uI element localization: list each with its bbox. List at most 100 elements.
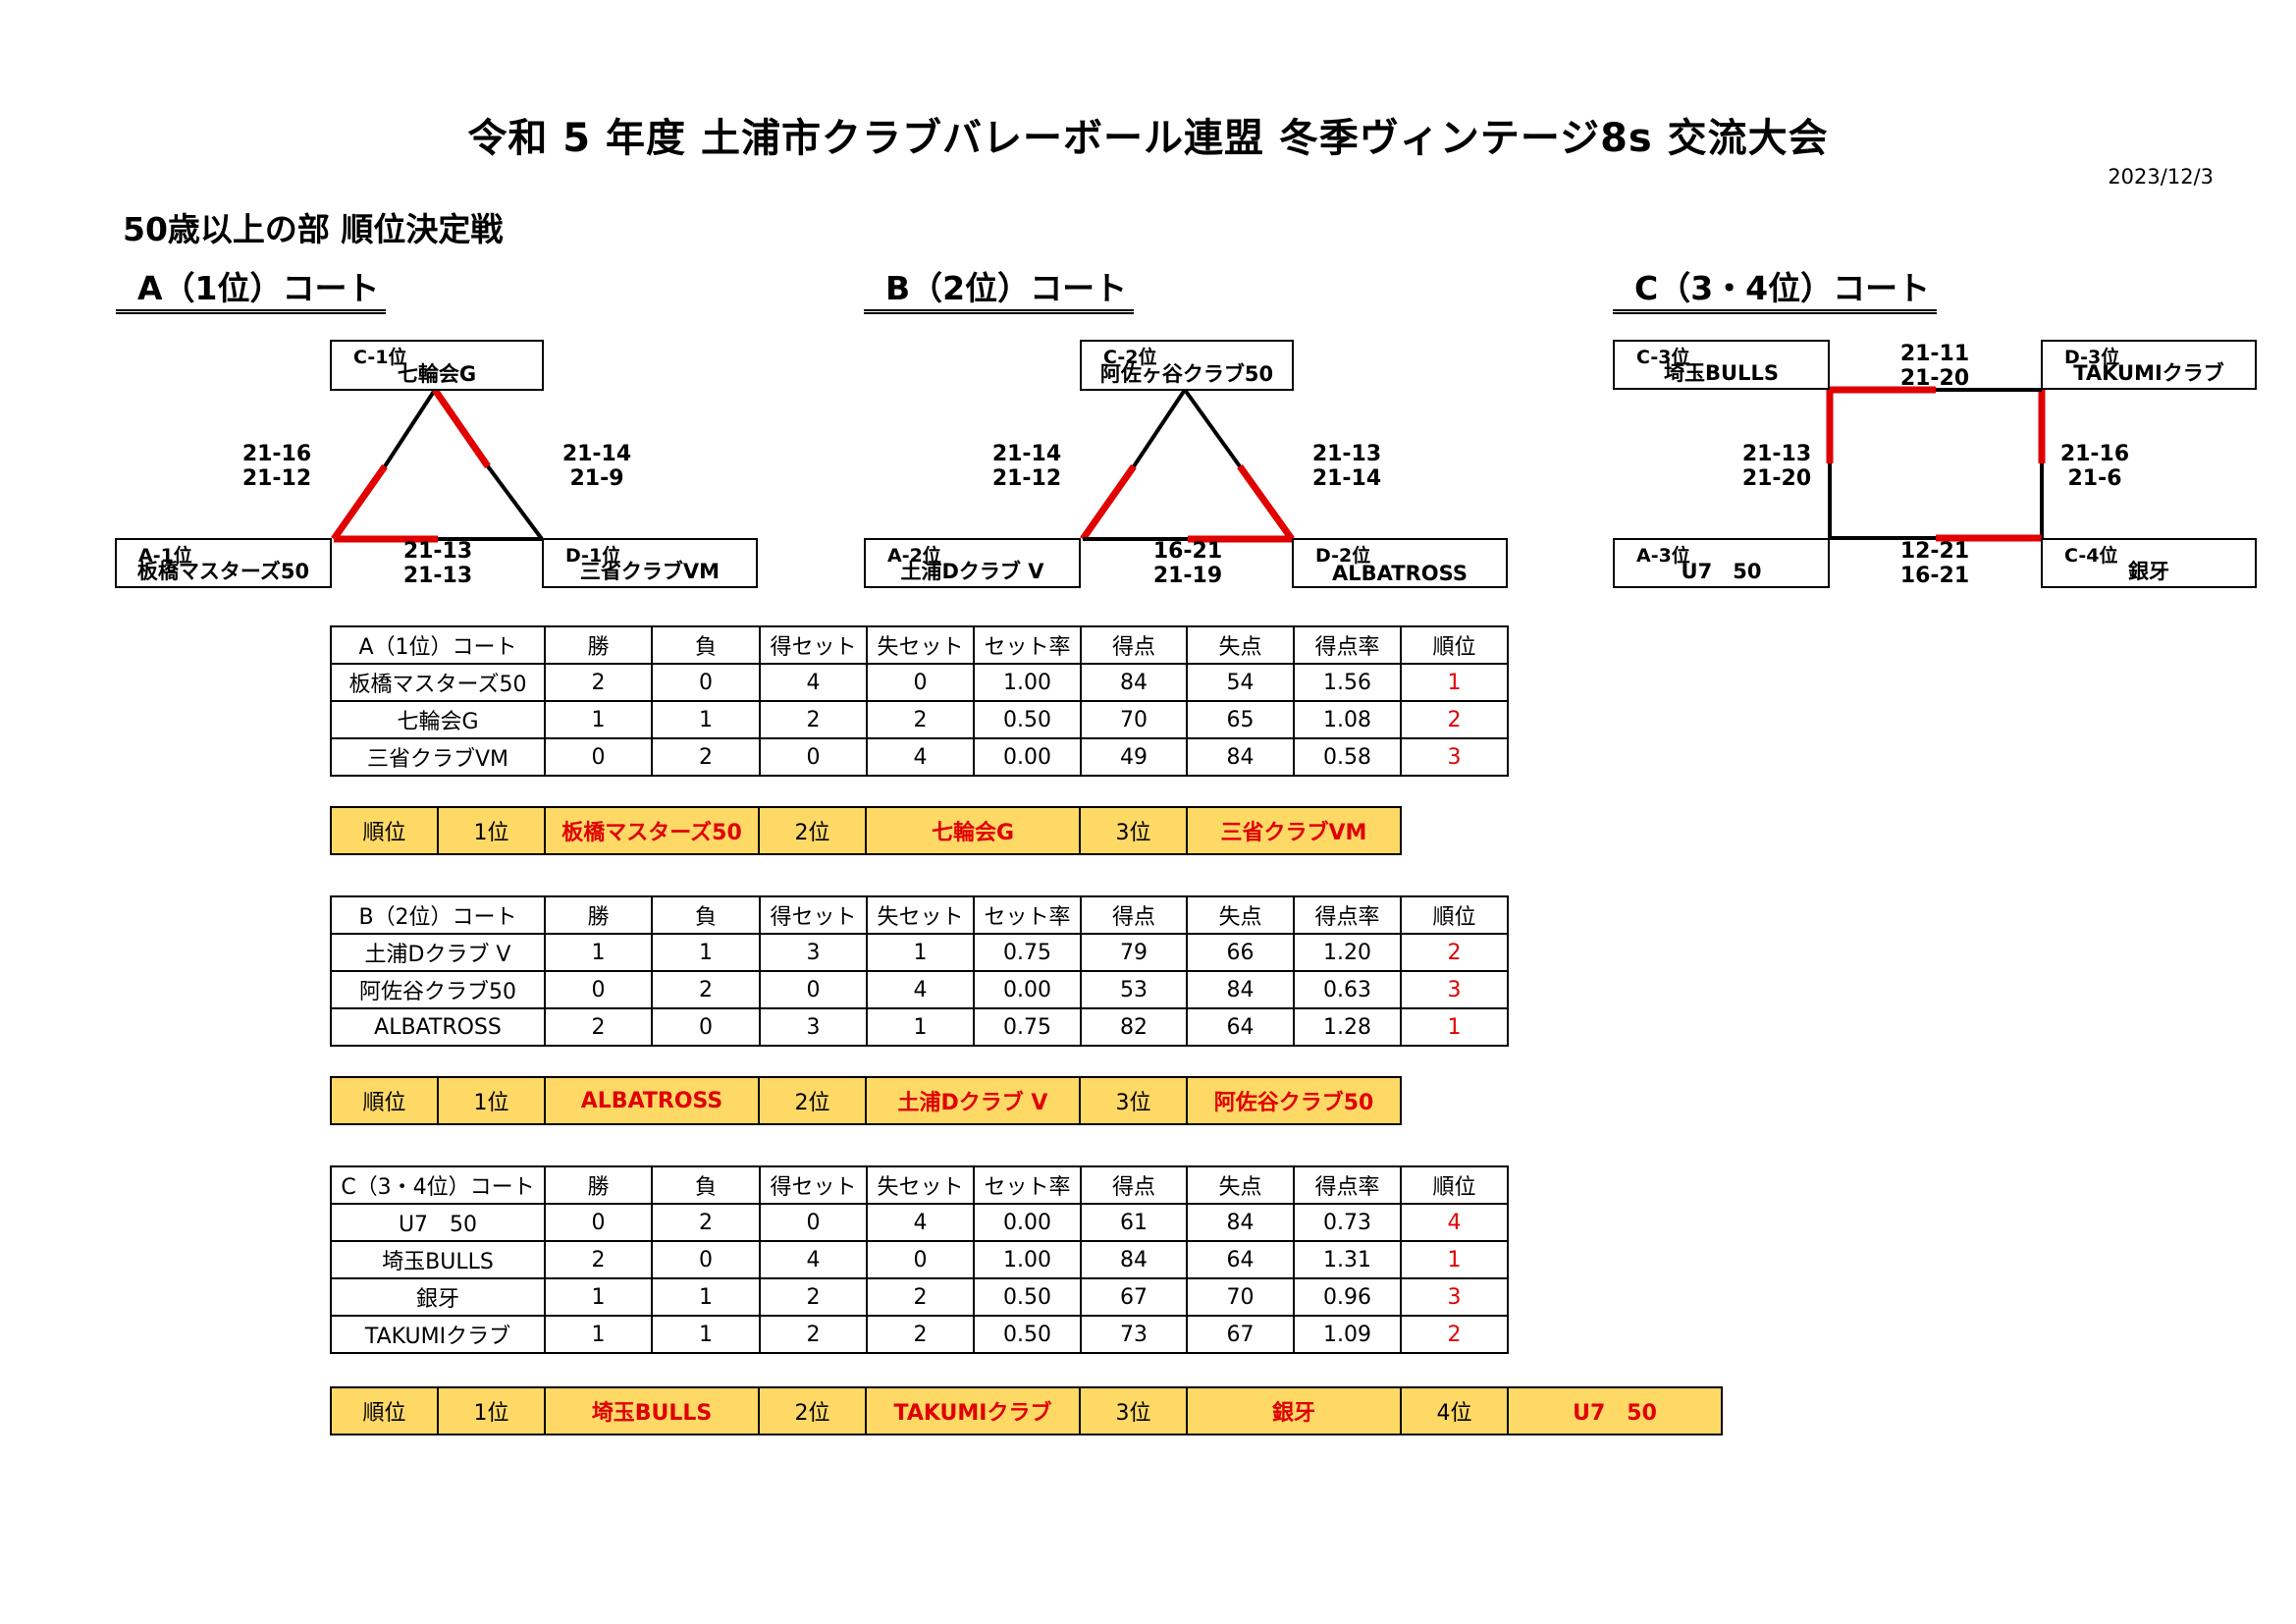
col-header: 得セット: [759, 1165, 868, 1205]
cell: 70: [1186, 1277, 1295, 1317]
table-row: 三省クラブVM 0 2 0 4 0.00 49 84 0.58 3: [330, 737, 1509, 777]
cell: 0: [544, 1203, 653, 1242]
cell: 2: [866, 1277, 975, 1317]
cell: 2: [651, 970, 761, 1009]
team-seed-label: D-2位: [1315, 545, 1371, 567]
table-row: ALBATROSS 2 0 3 1 0.75 82 64 1.28 1: [330, 1007, 1509, 1047]
ranking-bar-b: 順位 1位 ALBATROSS 2位 土浦Dクラブ V 3位 阿佐谷クラブ50: [330, 1076, 1402, 1125]
col-header: 順位: [1400, 625, 1509, 665]
cell: 54: [1186, 663, 1295, 702]
cell: 0.50: [973, 1315, 1082, 1354]
table-header-row: A（1位）コート 勝 負 得セット 失セット セット率 得点 失点 得点率 順位: [330, 625, 1509, 665]
team-name: ALBATROSS: [1332, 562, 1468, 585]
table-row: 土浦Dクラブ V 1 1 3 1 0.75 79 66 1.20 2: [330, 933, 1509, 972]
cell: 67: [1080, 1277, 1188, 1317]
cell: 2: [544, 1007, 653, 1047]
place-label: 4位: [1400, 1386, 1509, 1435]
court-b-line-left-upper: [1132, 388, 1187, 468]
place-label: 2位: [758, 1386, 867, 1435]
cell: 64: [1186, 1240, 1295, 1279]
team-cell: 銀牙: [330, 1277, 546, 1317]
team-name: 土浦Dクラブ V: [900, 560, 1044, 583]
team-name: 板橋マスターズ50: [136, 560, 310, 583]
team-cell: TAKUMIクラブ: [330, 1315, 546, 1354]
cell: 1: [866, 1007, 975, 1047]
cell: 1.00: [973, 663, 1082, 702]
cell: 70: [1080, 700, 1188, 739]
team-name: 七輪会G: [397, 362, 477, 386]
court-b-line-left-lower: [1080, 463, 1137, 542]
table-heading: B（2位）コート: [330, 895, 546, 935]
cell: 66: [1186, 933, 1295, 972]
rank-cell: 3: [1400, 1277, 1509, 1317]
rank-cell: 1: [1400, 1240, 1509, 1279]
col-header: 失セット: [866, 895, 975, 935]
court-a-line-left-lower: [331, 463, 388, 542]
cell: 1: [866, 933, 975, 972]
cell: 0: [759, 970, 868, 1009]
ranking-label: 順位: [330, 1076, 439, 1125]
team-name: 埼玉BULLS: [1664, 361, 1779, 385]
cell: 2: [651, 737, 761, 777]
team-seed-label: C-2位: [1103, 347, 1157, 368]
page-title: 令和 5 年度 土浦市クラブバレーボール連盟 冬季ヴィンテージ8s 交流大会: [467, 116, 1829, 161]
team-name: 阿佐ヶ谷クラブ50: [1099, 362, 1274, 386]
place-label: 1位: [437, 1076, 546, 1125]
ranking-label: 順位: [330, 1386, 439, 1435]
cell: 1.08: [1293, 700, 1402, 739]
cell: 1.00: [973, 1240, 1082, 1279]
table-row: 阿佐谷クラブ50 0 2 0 4 0.00 53 84 0.63 3: [330, 970, 1509, 1009]
court-a-heading: A（1位）コート: [116, 267, 386, 314]
cell: 0: [651, 663, 761, 702]
col-header: 得セット: [759, 895, 868, 935]
place-team: TAKUMIクラブ: [865, 1386, 1081, 1435]
cell: 2: [544, 1240, 653, 1279]
court-c-team-bottom-left: A-3位 U7 50: [1613, 538, 1830, 588]
table-header-row: C（3・4位）コート 勝 負 得セット 失セット セット率 得点 失点 得点率 …: [330, 1165, 1509, 1205]
place-team: 阿佐谷クラブ50: [1186, 1076, 1402, 1125]
col-header: セット率: [973, 625, 1082, 665]
place-team: ALBATROSS: [544, 1076, 760, 1125]
cell: 53: [1080, 970, 1188, 1009]
cell: 0: [759, 737, 868, 777]
ranking-bar-a: 順位 1位 板橋マスターズ50 2位 七輪会G 3位 三省クラブVM: [330, 806, 1402, 855]
court-b-team-top: C-2位 阿佐ヶ谷クラブ50: [1080, 340, 1294, 391]
place-label: 1位: [437, 806, 546, 855]
court-a-line-left-upper: [383, 388, 437, 468]
cell: 2: [866, 1315, 975, 1354]
team-seed-label: C-4位: [2064, 545, 2118, 567]
cell: 84: [1186, 737, 1295, 777]
cell: 65: [1186, 700, 1295, 739]
cell: 0.50: [973, 1277, 1082, 1317]
cell: 0.75: [973, 1007, 1082, 1047]
section-subtitle: 50歳以上の部 順位決定戦: [123, 210, 504, 248]
cell: 2: [651, 1203, 761, 1242]
place-label: 3位: [1079, 1076, 1188, 1125]
col-header: 失点: [1186, 895, 1295, 935]
team-name: U7 50: [1681, 560, 1762, 583]
place-label: 2位: [758, 806, 867, 855]
col-header: 勝: [544, 625, 653, 665]
team-cell: ALBATROSS: [330, 1007, 546, 1047]
table-row: 埼玉BULLS 2 0 4 0 1.00 84 64 1.31 1: [330, 1240, 1509, 1279]
standings-table-c: C（3・4位）コート 勝 負 得セット 失セット セット率 得点 失点 得点率 …: [330, 1165, 1509, 1354]
place-team: 七輪会G: [865, 806, 1081, 855]
ranking-bar-c: 順位 1位 埼玉BULLS 2位 TAKUMIクラブ 3位 銀牙 4位 U7 5…: [330, 1386, 1723, 1435]
standings-table-a: A（1位）コート 勝 負 得セット 失セット セット率 得点 失点 得点率 順位…: [330, 625, 1509, 777]
ranking-row: 順位 1位 ALBATROSS 2位 土浦Dクラブ V 3位 阿佐谷クラブ50: [330, 1076, 1402, 1125]
cell: 1: [651, 933, 761, 972]
court-a-line-right-upper: [432, 388, 491, 468]
cell: 4: [866, 1203, 975, 1242]
cell: 0: [651, 1007, 761, 1047]
team-cell: 阿佐谷クラブ50: [330, 970, 546, 1009]
col-header: 得点: [1080, 625, 1188, 665]
place-team: U7 50: [1507, 1386, 1723, 1435]
team-cell: 七輪会G: [330, 700, 546, 739]
standings-table-b: B（2位）コート 勝 負 得セット 失セット セット率 得点 失点 得点率 順位…: [330, 895, 1509, 1047]
cell: 0.00: [973, 1203, 1082, 1242]
table-row: 銀牙 1 1 2 2 0.50 67 70 0.96 3: [330, 1277, 1509, 1317]
